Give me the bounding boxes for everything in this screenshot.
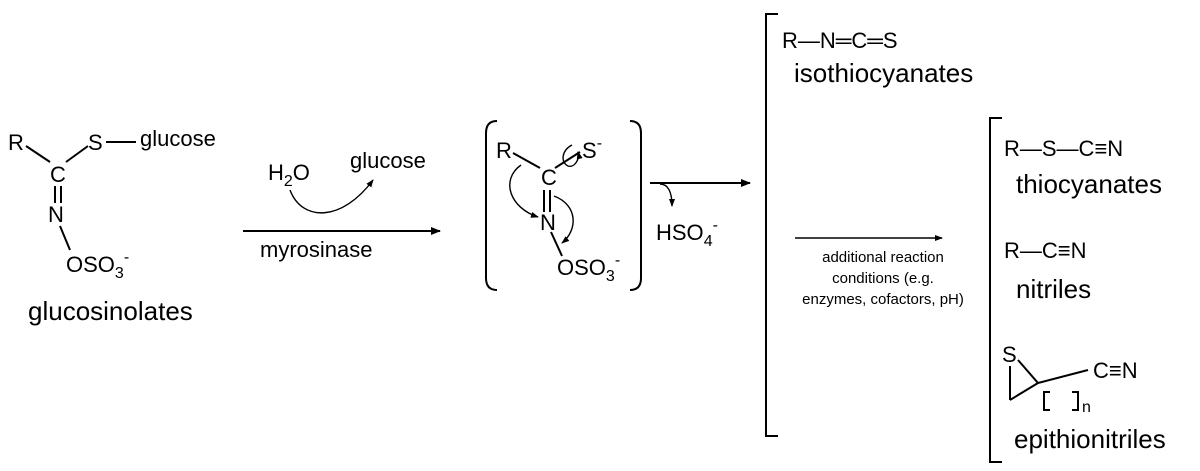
- nitrile-formula: R—C≡N: [1004, 238, 1087, 263]
- intermediate-oso3-label: OSO3-: [557, 252, 620, 285]
- intermediate-right-bracket: [629, 120, 642, 291]
- glucose-release-curved-arrow: [289, 179, 374, 214]
- thiocyanate-formula: R—S—C≡N: [1004, 136, 1123, 161]
- intermediate-s-label: S-: [582, 135, 602, 163]
- intermediate-structure: R C S- N OSO3-: [485, 120, 642, 291]
- intermediate-r-label: R: [496, 138, 512, 163]
- intermediate-left-bracket: [485, 120, 498, 291]
- glucosinolate-r-label: R: [8, 130, 24, 155]
- methylene-repeat-right-bracket: [1072, 391, 1079, 411]
- bond-r-c: [25, 145, 51, 163]
- myrosinase-label: myrosinase: [260, 237, 372, 262]
- epithionitrile-s-label: S: [1002, 342, 1017, 367]
- intermediate-bond-n-o: [550, 231, 563, 257]
- bond-shift-arrow-left: [509, 164, 539, 218]
- epithionitriles-label: epithionitriles: [1014, 424, 1166, 454]
- glucosinolate-s-label: S: [88, 130, 103, 155]
- released-glucose-label: glucose: [350, 148, 426, 173]
- hso4-label: HSO4-: [656, 217, 718, 250]
- conditions-line-3: enzymes, cofactors, pH): [802, 291, 964, 308]
- chain-bond: [1037, 369, 1089, 384]
- nitriles-label: nitriles: [1016, 274, 1091, 304]
- bond-shift-arrow-right: [553, 195, 574, 244]
- repeat-unit-n-label: n: [1082, 399, 1091, 416]
- bond-n-o: [59, 225, 71, 251]
- methylene-repeat-left-bracket: [1043, 391, 1050, 411]
- conditions-line-2: conditions (e.g.: [832, 270, 934, 287]
- epithionitrile-cn-label: C≡N: [1093, 358, 1138, 383]
- thiocyanates-label: thiocyanates: [1016, 169, 1162, 199]
- products-inner-bracket: [989, 117, 1002, 463]
- glucosinolate-n-label: N: [48, 202, 64, 227]
- sulfur-electron-push-arrow: [562, 144, 583, 167]
- glucosinolate-structure: R C S glucose N OSO3- glucosinolates: [8, 126, 216, 326]
- isothiocyanate-formula: R—N═C═S: [782, 28, 898, 53]
- glucosinolate-glucose-label: glucose: [140, 126, 216, 151]
- hydrolysis-step: H2O glucose myrosinase: [243, 148, 441, 262]
- glucosinolates-label: glucosinolates: [28, 296, 193, 326]
- rearrangement-step: HSO4-: [650, 179, 751, 250]
- isothiocyanates-label: isothiocyanates: [794, 58, 973, 88]
- products-outer-bracket: [765, 13, 778, 437]
- epithionitrile-structure: S n C≡N: [1002, 342, 1138, 416]
- thiirane-bond-s-c: [1017, 359, 1039, 384]
- glucosinolate-oso3-label: OSO3-: [66, 249, 129, 282]
- intermediate-bond-r-c: [512, 152, 541, 169]
- hso4-release-arrow: [659, 183, 675, 207]
- glucosinolate-c-label: C: [50, 162, 66, 187]
- bond-c-s: [65, 145, 89, 163]
- intermediate-n-label: N: [540, 210, 556, 235]
- water-label: H2O: [268, 160, 310, 190]
- intermediate-bond-c-s: [554, 151, 581, 169]
- products-bracket: R—N═C═S isothiocyanates additional react…: [765, 13, 1166, 463]
- thiirane-bond-bottom: [1009, 382, 1039, 401]
- intermediate-c-label: C: [541, 165, 557, 190]
- conditions-line-1: additional reaction: [822, 249, 944, 266]
